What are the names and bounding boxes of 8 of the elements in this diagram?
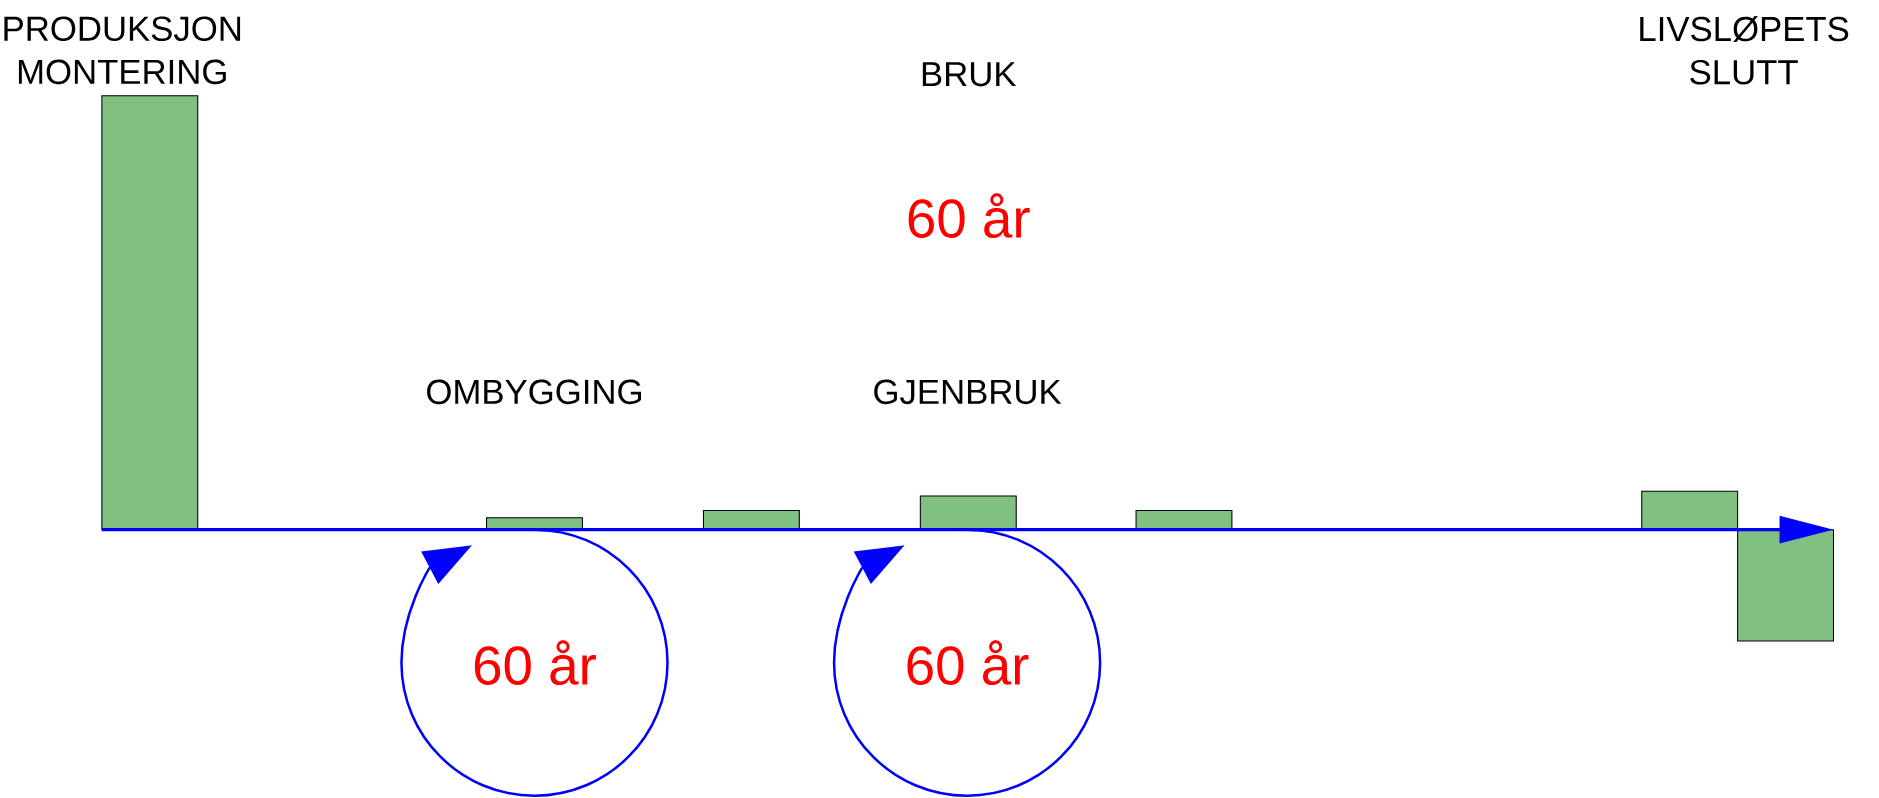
duration-label: 60 år (908, 193, 1030, 238)
stage-label: OMBYGGING (427, 379, 641, 405)
duration-label: 60 år (474, 640, 596, 685)
stage-label: LIVSLØPETS SLUTT (1640, 16, 1849, 85)
duration-label: 60 år (907, 640, 1029, 685)
stage-label: BRUK (922, 62, 1017, 87)
stage-label: PRODUKSJON MONTERING (4, 16, 241, 85)
stage-label: GJENBRUK (874, 379, 1062, 405)
